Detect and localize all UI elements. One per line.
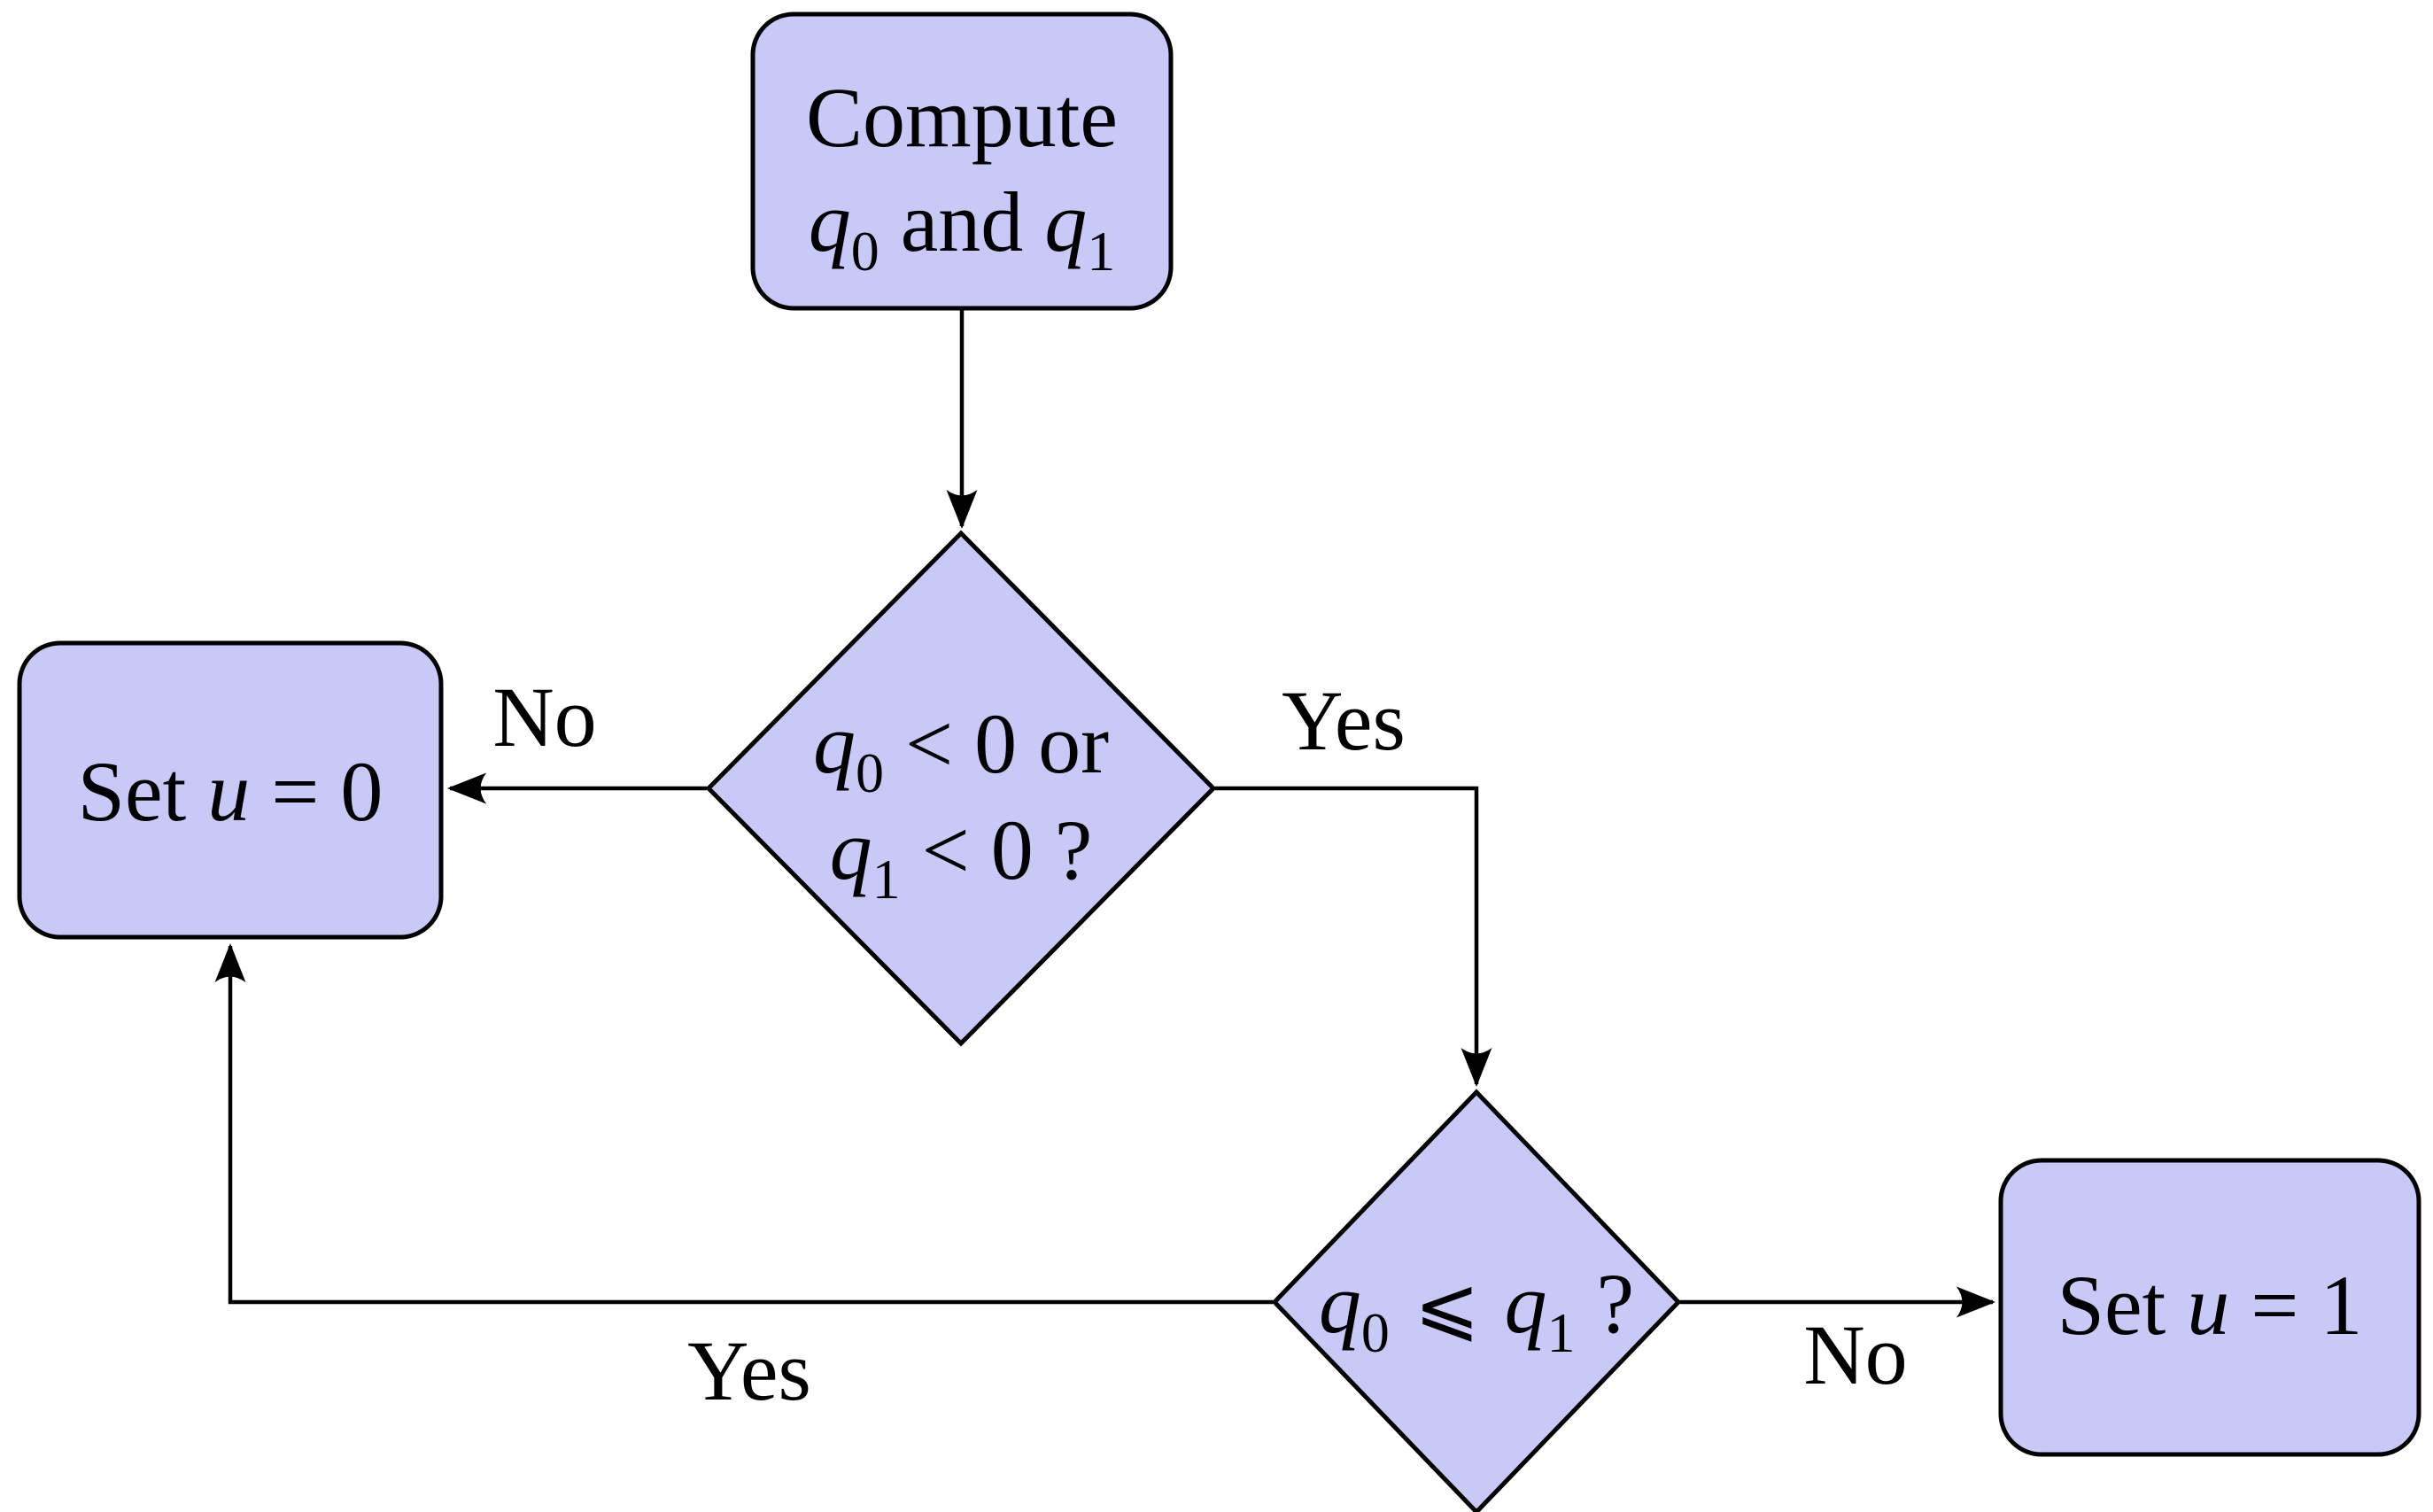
node-decision2: q0 ⩽ q1 ? (1271, 1089, 1682, 1512)
node-set-u0-label: Set u = 0 (78, 744, 384, 839)
edge-label-no-decision1: No (492, 670, 596, 764)
node-compute-line2: q0 and q1 (809, 174, 1116, 283)
edges (214, 309, 1996, 1318)
edge-decision1-yes-to-decision2 (1215, 786, 1492, 1088)
node-compute-line1: Compute (806, 70, 1118, 165)
node-decision1-line2: q1 < 0 ? (830, 803, 1093, 911)
node-set-u1-label: Set u = 1 (2057, 1258, 2363, 1353)
node-decision1-shape (705, 530, 1217, 1047)
node-compute-shape (750, 12, 1174, 311)
edge-label-yes-decision1: Yes (1282, 673, 1406, 768)
node-decision2-shape (1271, 1089, 1682, 1512)
edge-decision2-yes-to-set-u0 (214, 942, 1273, 1305)
node-decision1-line1: q0 < 0 or (813, 696, 1109, 804)
node-compute: Compute q0 and q1 (750, 12, 1174, 311)
node-set-u0: Set u = 0 (17, 640, 444, 940)
edge-label-yes-decision2: Yes (687, 1323, 811, 1418)
node-decision2-label: q0 ⩽ q1 ? (1319, 1256, 1634, 1364)
node-set-u1-shape (1998, 1158, 2421, 1457)
node-decision1: q0 < 0 or q1 < 0 ? (705, 530, 1217, 1047)
edge-labels: No Yes No Yes (492, 670, 1907, 1418)
node-set-u1: Set u = 1 (1998, 1158, 2421, 1457)
edge-label-no-decision2: No (1803, 1307, 1907, 1402)
node-set-u0-shape (17, 640, 444, 940)
